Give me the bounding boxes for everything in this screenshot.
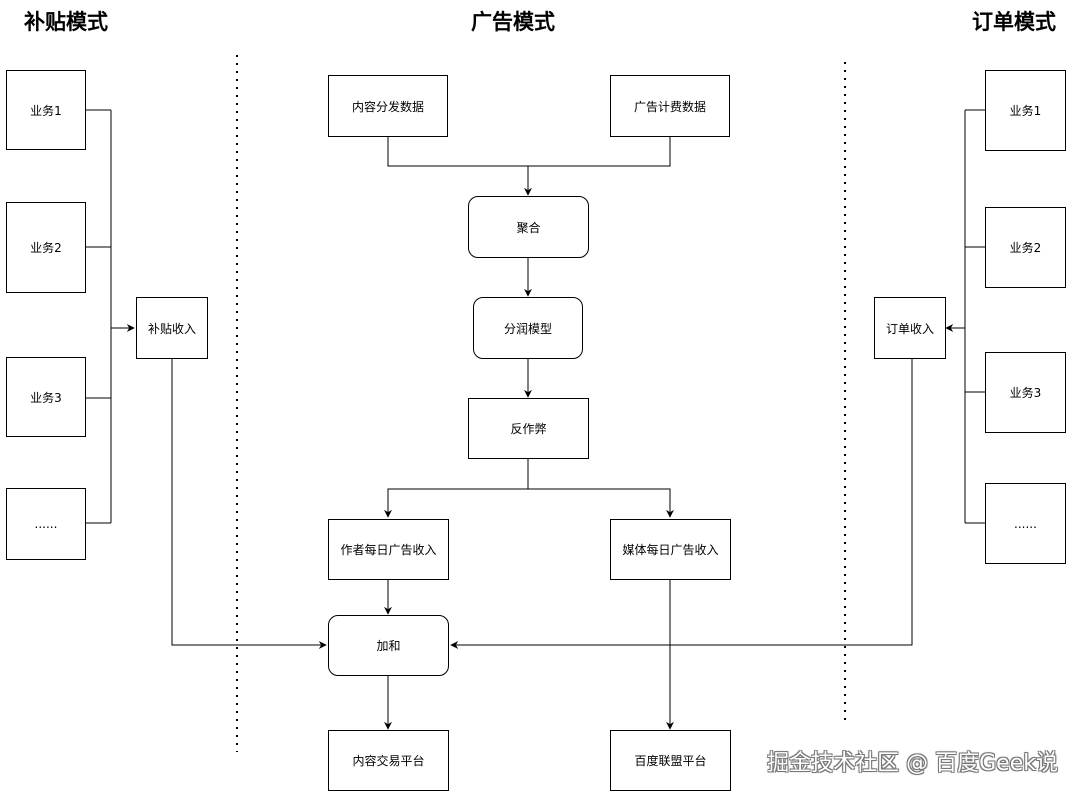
ad-billing-data: 广告计费数据 (610, 75, 730, 137)
aggregate: 聚合 (468, 196, 589, 258)
media-daily-ad-income-label: 媒体每日广告收入 (622, 543, 719, 557)
baidu-union-platform-label: 百度联盟平台 (634, 754, 707, 768)
right-business-1: 业务1 (985, 70, 1066, 151)
anti-fraud: 反作弊 (468, 398, 589, 459)
right-business-3-label: 业务3 (1009, 386, 1042, 400)
section-title-orders: 订单模式 (972, 10, 1056, 34)
revenue-share-model: 分润模型 (473, 297, 583, 359)
left-business-2: 业务2 (6, 202, 86, 293)
aggregate-label: 聚合 (516, 220, 541, 235)
content-trading-platform-label: 内容交易平台 (352, 754, 425, 768)
content-distribution-data: 内容分发数据 (328, 75, 448, 137)
right-business-more: ...... (985, 483, 1066, 564)
order-income: 订单收入 (874, 297, 946, 359)
subsidy-income-label: 补贴收入 (147, 321, 196, 336)
left-business-1: 业务1 (6, 70, 86, 150)
watermark: 掘金技术社区 @ 百度Geek说 (767, 751, 1058, 776)
author-daily-ad-income: 作者每日广告收入 (328, 519, 449, 580)
left-business-more-label: ...... (34, 517, 58, 531)
right-bus-connectors (945, 109, 985, 524)
center-connectors (171, 137, 913, 730)
right-business-3: 业务3 (985, 352, 1066, 433)
section-title-subsidy: 补贴模式 (24, 10, 108, 34)
subsidy-income: 补贴收入 (136, 297, 208, 359)
sum: 加和 (328, 615, 449, 676)
left-business-1-label: 业务1 (30, 103, 62, 118)
left-business-2-label: 业务2 (30, 241, 62, 255)
ad-billing-data-label: 广告计费数据 (633, 99, 706, 114)
media-daily-ad-income: 媒体每日广告收入 (610, 519, 731, 580)
left-business-more: ...... (6, 488, 86, 560)
right-business-2-label: 业务2 (1009, 241, 1042, 255)
right-business-more-label: ...... (1014, 516, 1037, 531)
section-title-ads: 广告模式 (471, 10, 555, 34)
order-income-label: 订单收入 (885, 321, 934, 336)
content-distribution-data-label: 内容分发数据 (351, 99, 424, 114)
content-trading-platform: 内容交易平台 (328, 730, 449, 791)
sum-label: 加和 (376, 639, 401, 653)
revenue-share-model-label: 分润模型 (503, 321, 552, 336)
anti-fraud-label: 反作弊 (510, 422, 547, 436)
left-bus-connectors (86, 109, 135, 524)
author-daily-ad-income-label: 作者每日广告收入 (340, 543, 437, 557)
right-business-1-label: 业务1 (1009, 104, 1042, 118)
left-business-3: 业务3 (6, 357, 86, 437)
left-business-3-label: 业务3 (30, 390, 62, 405)
baidu-union-platform: 百度联盟平台 (610, 730, 731, 791)
right-business-2: 业务2 (985, 207, 1066, 288)
